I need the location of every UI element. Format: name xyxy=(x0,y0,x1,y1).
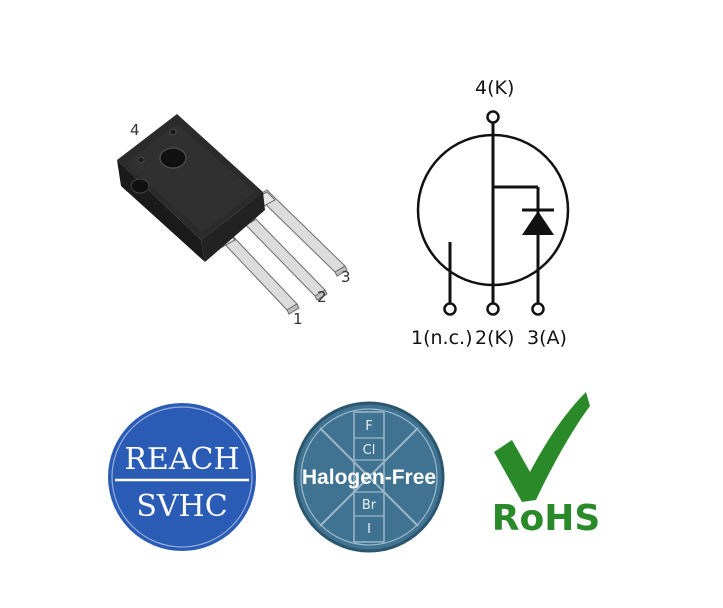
schematic-pin-label-2: 2(K) xyxy=(475,327,514,349)
diode-symbol xyxy=(522,208,554,235)
pin-label-2: 2 xyxy=(317,288,327,306)
mounting-hole xyxy=(159,147,187,169)
halogen-element-br: Br xyxy=(362,498,377,513)
checkmark-icon xyxy=(494,392,590,502)
halogen-free-badge: F Cl Br I Halogen-Free xyxy=(293,401,445,553)
rohs-text: RoHS xyxy=(492,498,601,539)
reach-bottom-text: SVHC xyxy=(136,489,227,524)
schematic-diagram: 4(K) 1(n.c.) 2(K) 3(A) xyxy=(411,77,570,349)
pin-label-1: 1 xyxy=(293,310,303,328)
halogen-element-cl: Cl xyxy=(363,443,376,458)
halogen-element-i: I xyxy=(367,522,371,537)
device-outline-circle xyxy=(416,133,570,287)
lead-3 xyxy=(256,189,348,277)
reach-top-text: REACH xyxy=(124,442,239,477)
tab-pin-label: 4 xyxy=(130,121,140,139)
schematic-pin-label-1: 1(n.c.) xyxy=(411,327,472,349)
pin-label-3: 3 xyxy=(341,268,351,286)
schematic-pin-label-3: 3(A) xyxy=(527,327,567,349)
to247-package-drawing: 4 1 2 3 xyxy=(117,114,351,328)
rohs-badge: RoHS xyxy=(492,392,601,539)
halogen-element-f: F xyxy=(365,419,372,434)
schematic-top-label: 4(K) xyxy=(475,77,514,99)
reach-svhc-badge: REACH SVHC xyxy=(108,403,256,551)
halogen-free-title: Halogen-Free xyxy=(302,466,436,489)
